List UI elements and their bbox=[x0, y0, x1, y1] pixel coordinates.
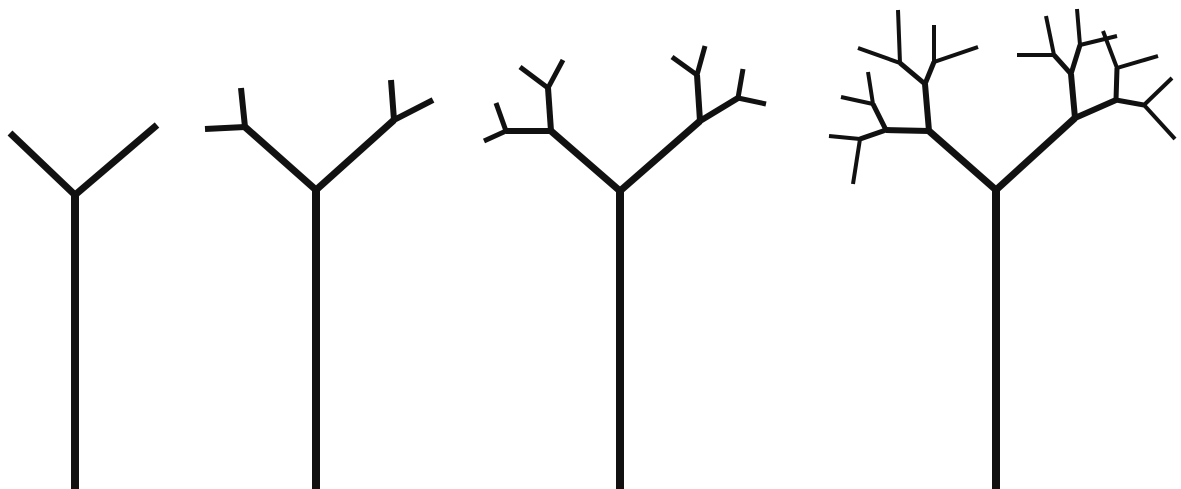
twig bbox=[738, 69, 743, 98]
twig bbox=[934, 47, 978, 62]
twig bbox=[1046, 16, 1054, 55]
twig bbox=[868, 72, 873, 104]
twig bbox=[1116, 68, 1117, 100]
twig bbox=[925, 84, 929, 131]
twig bbox=[484, 131, 506, 141]
twig bbox=[1117, 56, 1158, 68]
twig bbox=[672, 57, 697, 75]
twig bbox=[548, 60, 563, 88]
twig bbox=[1144, 78, 1172, 105]
twig bbox=[873, 104, 886, 130]
twig bbox=[898, 10, 900, 63]
twig bbox=[858, 48, 900, 63]
twig bbox=[700, 98, 738, 121]
branch-left bbox=[551, 131, 620, 191]
twig bbox=[548, 88, 551, 131]
twig bbox=[829, 136, 860, 139]
twig bbox=[391, 80, 394, 120]
twig bbox=[241, 88, 245, 127]
branch-left bbox=[245, 127, 316, 190]
twig bbox=[520, 67, 548, 88]
branch-right bbox=[620, 121, 700, 191]
twig bbox=[394, 100, 433, 120]
twig bbox=[205, 127, 245, 129]
tree-depth-2 bbox=[205, 80, 433, 489]
twig bbox=[1116, 100, 1144, 105]
twig bbox=[697, 75, 700, 121]
branch-right bbox=[316, 120, 394, 190]
twig bbox=[900, 63, 925, 84]
twig bbox=[841, 97, 873, 104]
twig bbox=[853, 139, 860, 184]
twig bbox=[1075, 100, 1116, 118]
twig bbox=[496, 103, 506, 131]
twig bbox=[886, 130, 929, 131]
branch-right bbox=[996, 118, 1075, 190]
twig bbox=[738, 98, 766, 104]
twig bbox=[1077, 9, 1080, 45]
branch-right bbox=[75, 125, 157, 195]
twig bbox=[1144, 105, 1175, 139]
twig bbox=[1080, 36, 1117, 45]
branch-left bbox=[929, 131, 996, 190]
tree-depth-1 bbox=[10, 125, 157, 489]
twig bbox=[860, 130, 886, 139]
twig bbox=[1071, 45, 1080, 74]
branch-left bbox=[10, 133, 75, 195]
twig bbox=[697, 46, 705, 75]
tree-depth-3 bbox=[484, 46, 766, 489]
twig bbox=[1054, 55, 1071, 74]
tree-depth-4 bbox=[829, 9, 1175, 489]
twig bbox=[1071, 74, 1075, 118]
twig bbox=[925, 62, 934, 84]
